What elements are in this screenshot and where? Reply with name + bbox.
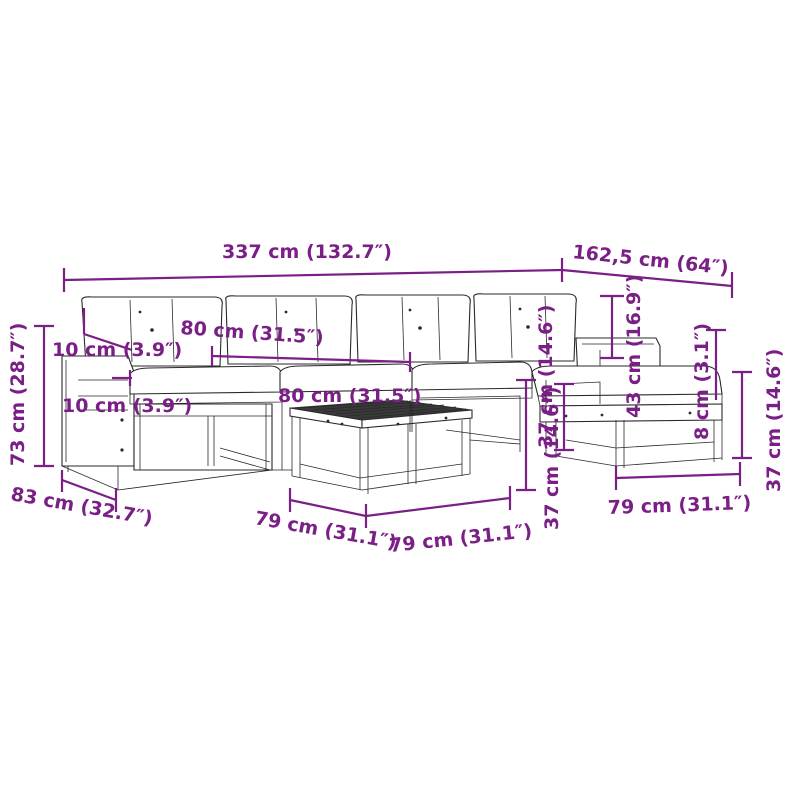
- furniture-illustration: [61, 293, 723, 494]
- coffee-table: [289, 399, 473, 494]
- label-armrest-width-top: 10 cm (3.9″): [52, 339, 182, 361]
- label-table-width: 79 cm (31.1″): [388, 520, 533, 557]
- label-sofa-depth: 83 cm (32.7″): [9, 483, 154, 530]
- label-back-height: 73 cm (28.7″): [7, 323, 29, 466]
- footstool: [539, 380, 723, 468]
- label-table-leg-height: 37 cm (14.6″): [535, 305, 557, 448]
- label-armrest-width-mid: 10 cm (3.9″): [62, 395, 192, 417]
- sofa-frame: [61, 403, 273, 491]
- middle-sofa-base: [272, 395, 521, 471]
- seat-cushions: [129, 361, 723, 407]
- label-cushion-height: 43 cm (16.9″): [623, 275, 645, 418]
- back-cushions: [81, 293, 577, 367]
- label-overall-width: 337 cm (132.7″): [222, 241, 392, 263]
- dimension-lines: [34, 258, 752, 528]
- label-table-height: 37 cm (14.6″): [541, 387, 563, 530]
- label-footstool-width: 79 cm (31.1″): [607, 492, 751, 519]
- label-seat-width-mid: 80 cm (31.5″): [278, 385, 421, 407]
- label-footstool-cushion: 8 cm (3.1″): [691, 323, 713, 440]
- dimension-labels: 337 cm (132.7″) 162,5 cm (64″) 43 cm (16…: [7, 241, 785, 557]
- label-footstool-height: 37 cm (14.6″): [763, 349, 785, 492]
